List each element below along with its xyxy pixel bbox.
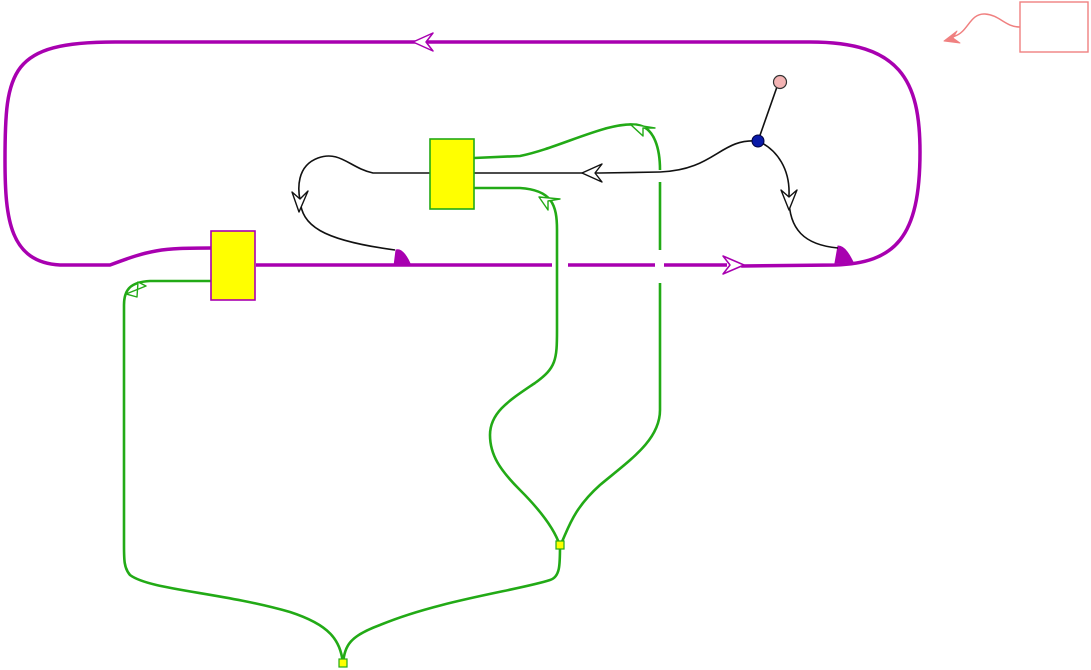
secondary-flow xyxy=(291,83,839,251)
legend xyxy=(943,1,1089,53)
control-link-mid xyxy=(474,186,562,547)
control-link-right-arrow xyxy=(629,123,656,137)
main-loop xyxy=(3,32,922,275)
legend-squiggle xyxy=(949,13,1021,39)
secondary-flow-right-arrow xyxy=(780,189,798,211)
secondary-flow-left-branch xyxy=(298,155,430,251)
control-link-lower-to-mid xyxy=(341,545,562,664)
loop-modifier-mark-left xyxy=(393,249,412,267)
legend-arrow-icon xyxy=(943,30,961,44)
legend-box[interactable] xyxy=(1019,1,1089,53)
control-junction-mid[interactable] xyxy=(555,540,565,550)
control-junction-lower[interactable] xyxy=(338,658,348,668)
main-loop-top-edge xyxy=(3,40,922,268)
secondary-flow-edge xyxy=(474,140,759,174)
control-link-left-arrow xyxy=(125,281,147,298)
secondary-flow-left-arrow xyxy=(291,190,309,213)
main-loop-top-arrow xyxy=(412,32,434,52)
control-links xyxy=(122,123,662,664)
process-node-upper[interactable] xyxy=(429,138,475,210)
terminal-link xyxy=(757,83,779,142)
secondary-flow-arrow xyxy=(581,163,603,183)
junction-node[interactable] xyxy=(751,134,765,148)
terminal-node[interactable] xyxy=(772,74,788,90)
loop-modifier-mark-right xyxy=(834,245,854,264)
process-node-left[interactable] xyxy=(210,230,256,301)
main-loop-bottom-arrow xyxy=(722,255,745,275)
control-link-left xyxy=(122,279,345,664)
secondary-flow-right-branch xyxy=(757,140,839,249)
control-link-mid-arrow xyxy=(538,196,561,211)
control-link-right xyxy=(473,123,662,547)
